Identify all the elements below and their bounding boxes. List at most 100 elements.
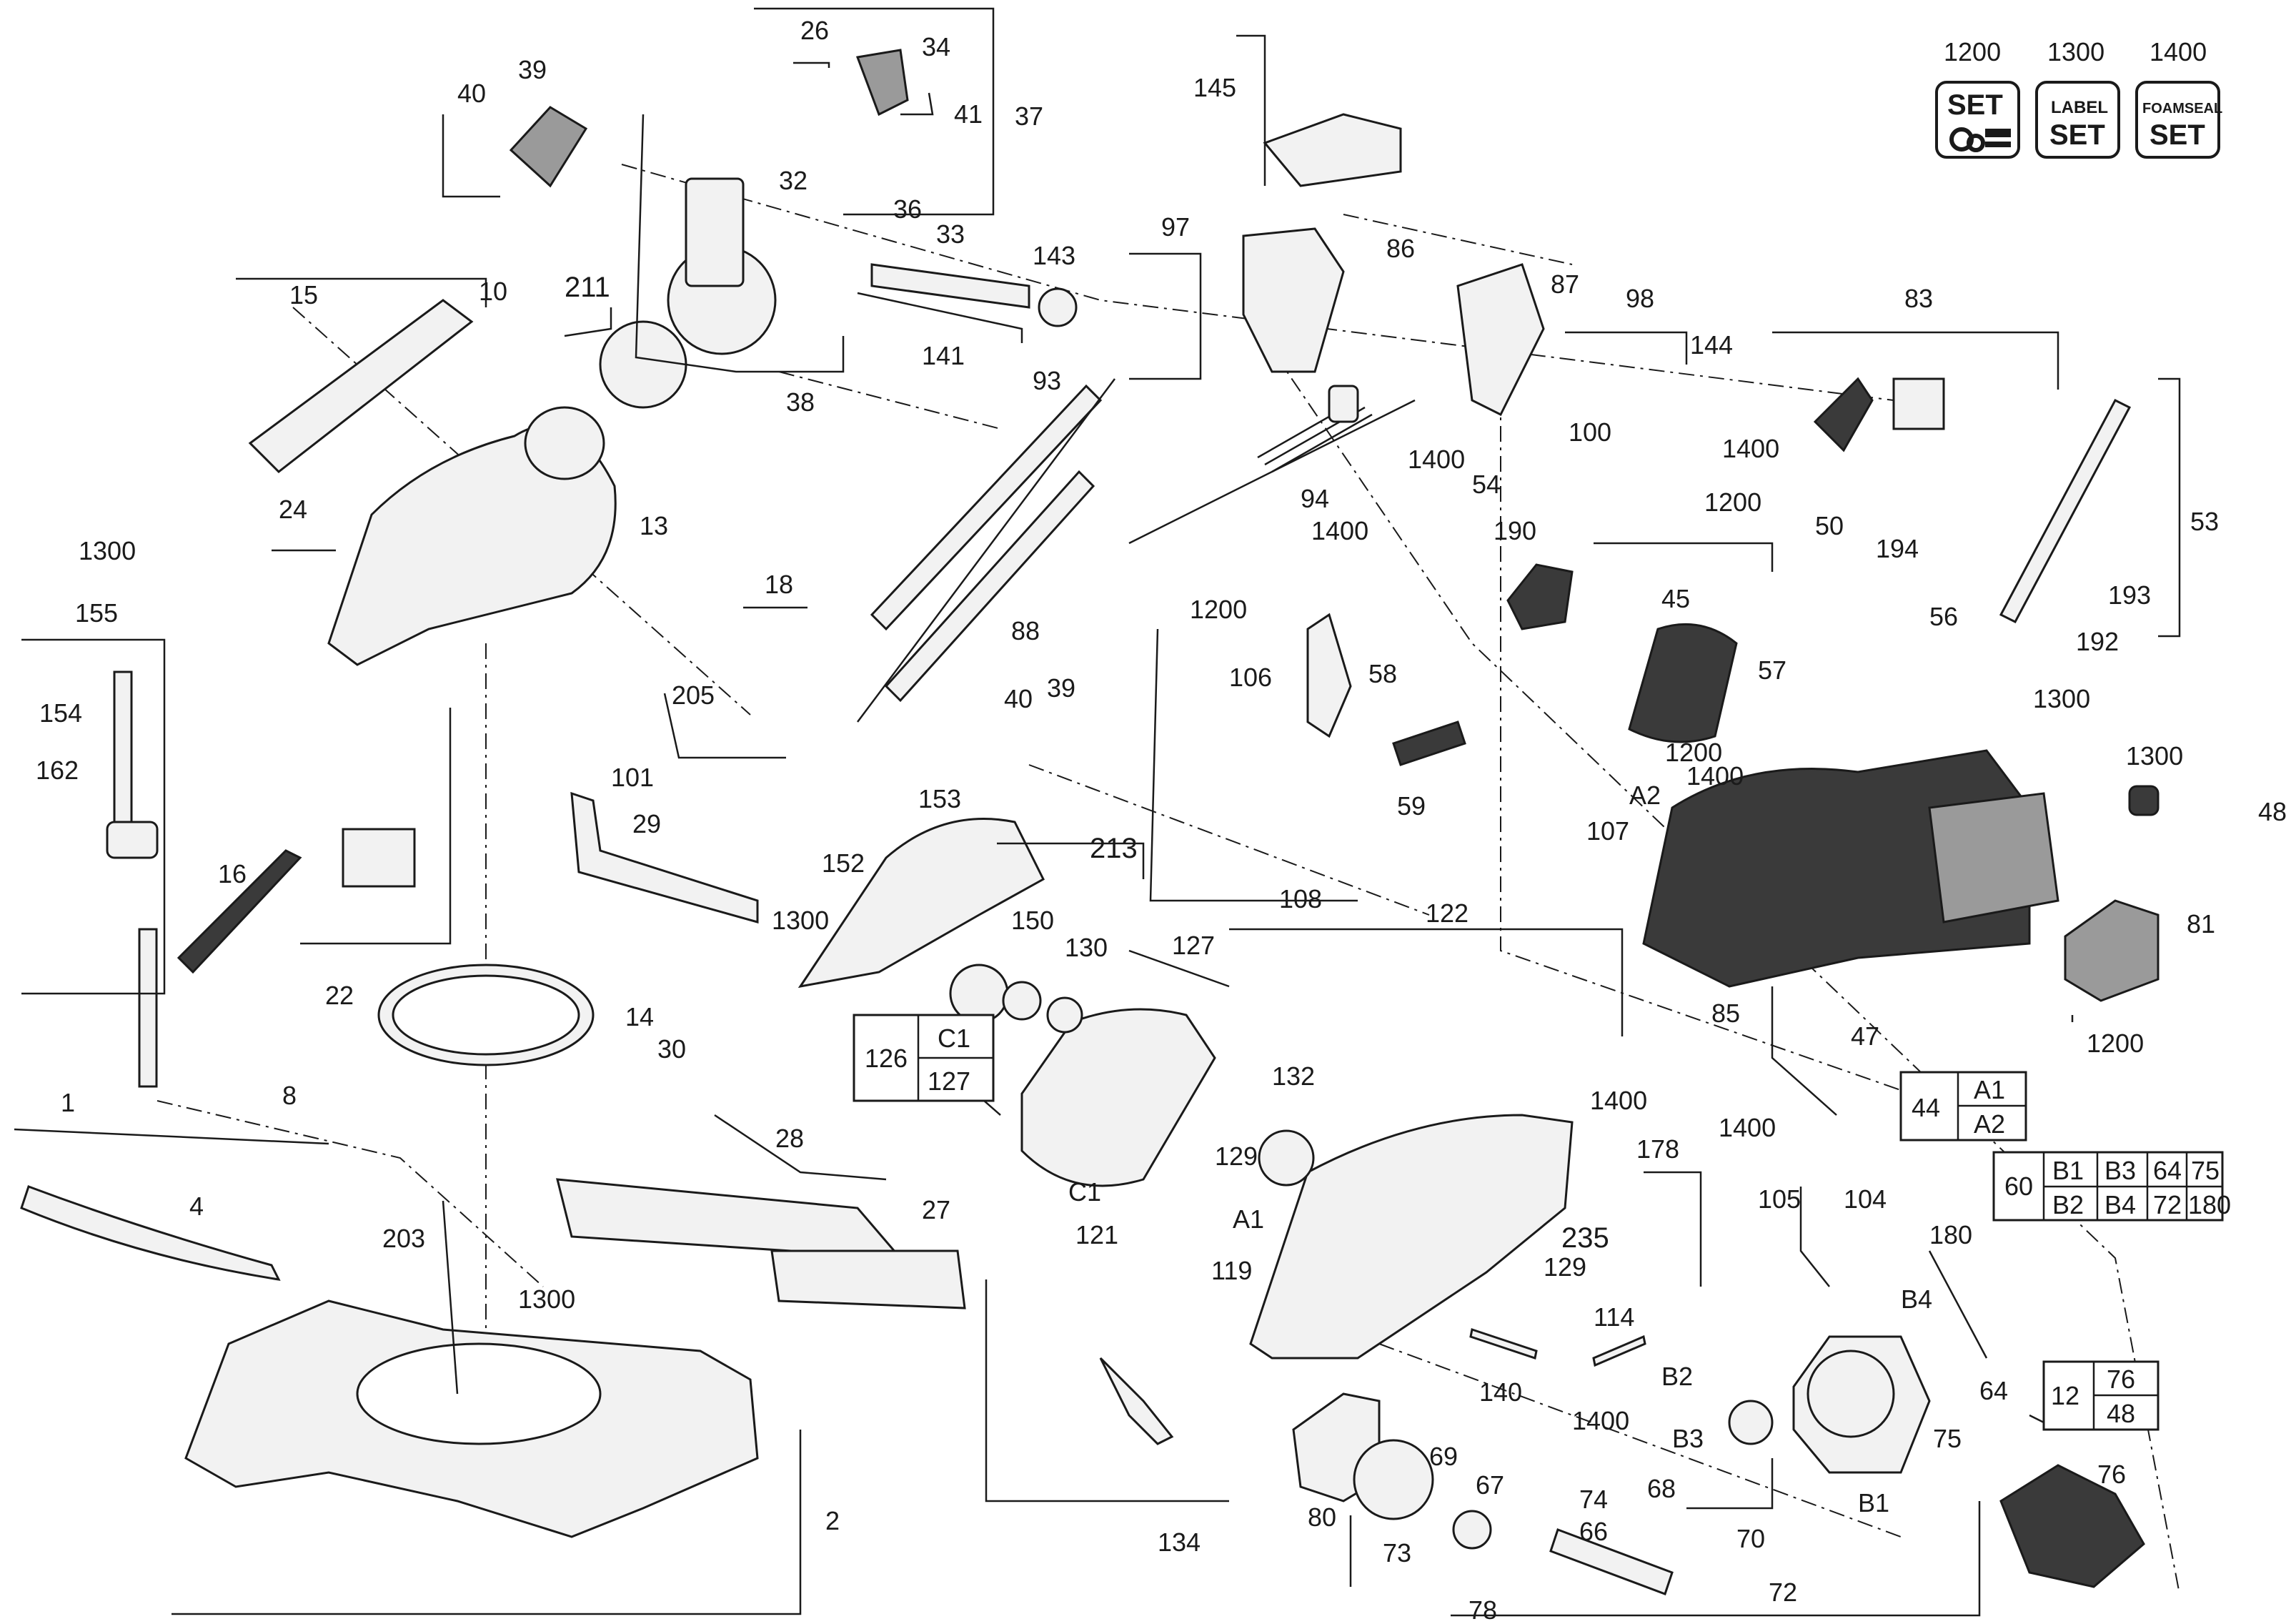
- callout-37: 37: [1015, 102, 1043, 131]
- power-cord: [1999, 399, 2132, 623]
- callout-29: 29: [632, 809, 661, 838]
- callout-129-a: 129: [1215, 1142, 1258, 1171]
- callout-145: 145: [1193, 73, 1236, 102]
- callout-1300-e: 1300: [772, 906, 829, 935]
- callout-178: 178: [1636, 1134, 1679, 1164]
- shaft-33: [870, 263, 1030, 309]
- box-44-bottom: A2: [1974, 1109, 2005, 1139]
- box-44-top: A1: [1974, 1075, 2005, 1104]
- callout-1200-a: 1200: [1704, 487, 1761, 517]
- kit-1400-line1: FOAMSEAL: [2142, 101, 2222, 117]
- callout-41: 41: [954, 99, 983, 129]
- callout-235: 235: [1561, 1222, 1609, 1254]
- box-60-r2c2: B4: [2104, 1190, 2136, 1219]
- field-45: [1628, 623, 1738, 743]
- callout-190: 190: [1494, 516, 1536, 545]
- armature-76: [1999, 1464, 2145, 1588]
- callout-93: 93: [1033, 366, 1061, 395]
- callout-2: 2: [825, 1506, 840, 1535]
- knob-16: [177, 849, 302, 974]
- callout-129-b: 129: [1544, 1252, 1586, 1282]
- callout-74: 74: [1579, 1485, 1608, 1514]
- plate-59: [1392, 721, 1466, 766]
- callout-b3: B3: [1672, 1424, 1704, 1453]
- kit-1200-line1: SET: [1947, 89, 2003, 121]
- callout-94: 94: [1301, 484, 1329, 513]
- gearbox-housing-a1: [1249, 1114, 1574, 1360]
- callout-c1: C1: [1068, 1177, 1101, 1207]
- callout-162: 162: [36, 756, 79, 785]
- box-12-bottom: 48: [2107, 1399, 2135, 1428]
- callout-22: 22: [325, 981, 354, 1010]
- box-60-r1c4: 75: [2191, 1156, 2220, 1185]
- callout-1400-g: 1400: [1572, 1406, 1629, 1435]
- callout-205: 205: [672, 680, 715, 710]
- callout-39-b: 39: [1047, 673, 1075, 703]
- callout-57: 57: [1758, 655, 1786, 685]
- bracket-22: [342, 828, 416, 888]
- reference-box-126: 126 C1 127: [853, 1014, 995, 1102]
- handle-106: [1306, 613, 1352, 738]
- callout-1200-d: 1200: [2087, 1029, 2144, 1058]
- switch-83: [1813, 377, 1874, 452]
- reference-box-44: 44 A1 A2: [1899, 1071, 2027, 1142]
- callout-45: 45: [1661, 584, 1690, 613]
- callout-105: 105: [1758, 1184, 1801, 1214]
- callout-70: 70: [1736, 1524, 1765, 1553]
- callout-58: 58: [1368, 659, 1397, 688]
- fence-27: [770, 1249, 966, 1309]
- callout-1200-c: 1200: [1665, 738, 1722, 767]
- box-12-left: 12: [2051, 1381, 2079, 1410]
- kit-legend: 1200 1300 1400 SET LABEL SET FOAMSEAL SE…: [1935, 37, 2222, 159]
- callout-211: 211: [565, 272, 610, 303]
- fence-28: [556, 1178, 903, 1259]
- callout-a1: A1: [1233, 1204, 1264, 1234]
- callout-152: 152: [822, 848, 865, 878]
- callout-132: 132: [1272, 1061, 1315, 1091]
- kit-1400-line2: SET: [2150, 119, 2205, 151]
- box-126-top: C1: [938, 1024, 970, 1053]
- pulley-73: [1353, 1439, 1434, 1520]
- lever-34: [855, 49, 909, 117]
- callout-67: 67: [1476, 1470, 1504, 1500]
- callout-83: 83: [1904, 284, 1933, 313]
- callout-1400-c: 1400: [1311, 516, 1368, 545]
- callout-26: 26: [800, 16, 829, 45]
- callout-73: 73: [1383, 1538, 1411, 1568]
- callout-66: 66: [1579, 1517, 1608, 1546]
- screw-icon: [1985, 129, 2011, 137]
- callout-16: 16: [218, 859, 247, 888]
- callout-155: 155: [75, 598, 118, 628]
- callout-36: 36: [893, 194, 922, 224]
- callout-13: 13: [640, 511, 668, 540]
- kit-1400-number: 1400: [2150, 37, 2207, 66]
- callout-1300-b: 1300: [518, 1284, 575, 1314]
- dust-port: [509, 106, 588, 188]
- callout-1400-a: 1400: [1408, 445, 1465, 474]
- callout-40: 40: [457, 79, 486, 108]
- part-shapes: [20, 49, 2160, 1595]
- callout-b2: B2: [1661, 1362, 1693, 1391]
- box-60-r2c4: 180: [2188, 1190, 2231, 1219]
- callout-1300-a: 1300: [79, 536, 136, 565]
- callout-194: 194: [1876, 534, 1919, 563]
- callout-50: 50: [1815, 511, 1844, 540]
- callout-1400-d: 1400: [1686, 761, 1744, 791]
- callout-1200-b: 1200: [1190, 595, 1247, 624]
- callout-78: 78: [1468, 1595, 1497, 1624]
- kit-1300-line2: SET: [2049, 119, 2105, 151]
- callout-85: 85: [1711, 999, 1740, 1028]
- callout-87: 87: [1551, 269, 1579, 299]
- box-60-r1c2: B3: [2104, 1156, 2136, 1185]
- callout-64: 64: [1979, 1376, 2008, 1405]
- callout-81: 81: [2187, 909, 2215, 939]
- bracket-86: [1242, 227, 1345, 373]
- callout-154: 154: [39, 698, 82, 728]
- box-126-left: 126: [865, 1044, 908, 1073]
- callout-101: 101: [611, 763, 654, 792]
- callout-108: 108: [1279, 884, 1322, 914]
- callout-150: 150: [1011, 906, 1054, 935]
- callout-68: 68: [1647, 1474, 1676, 1503]
- callout-34: 34: [922, 32, 950, 61]
